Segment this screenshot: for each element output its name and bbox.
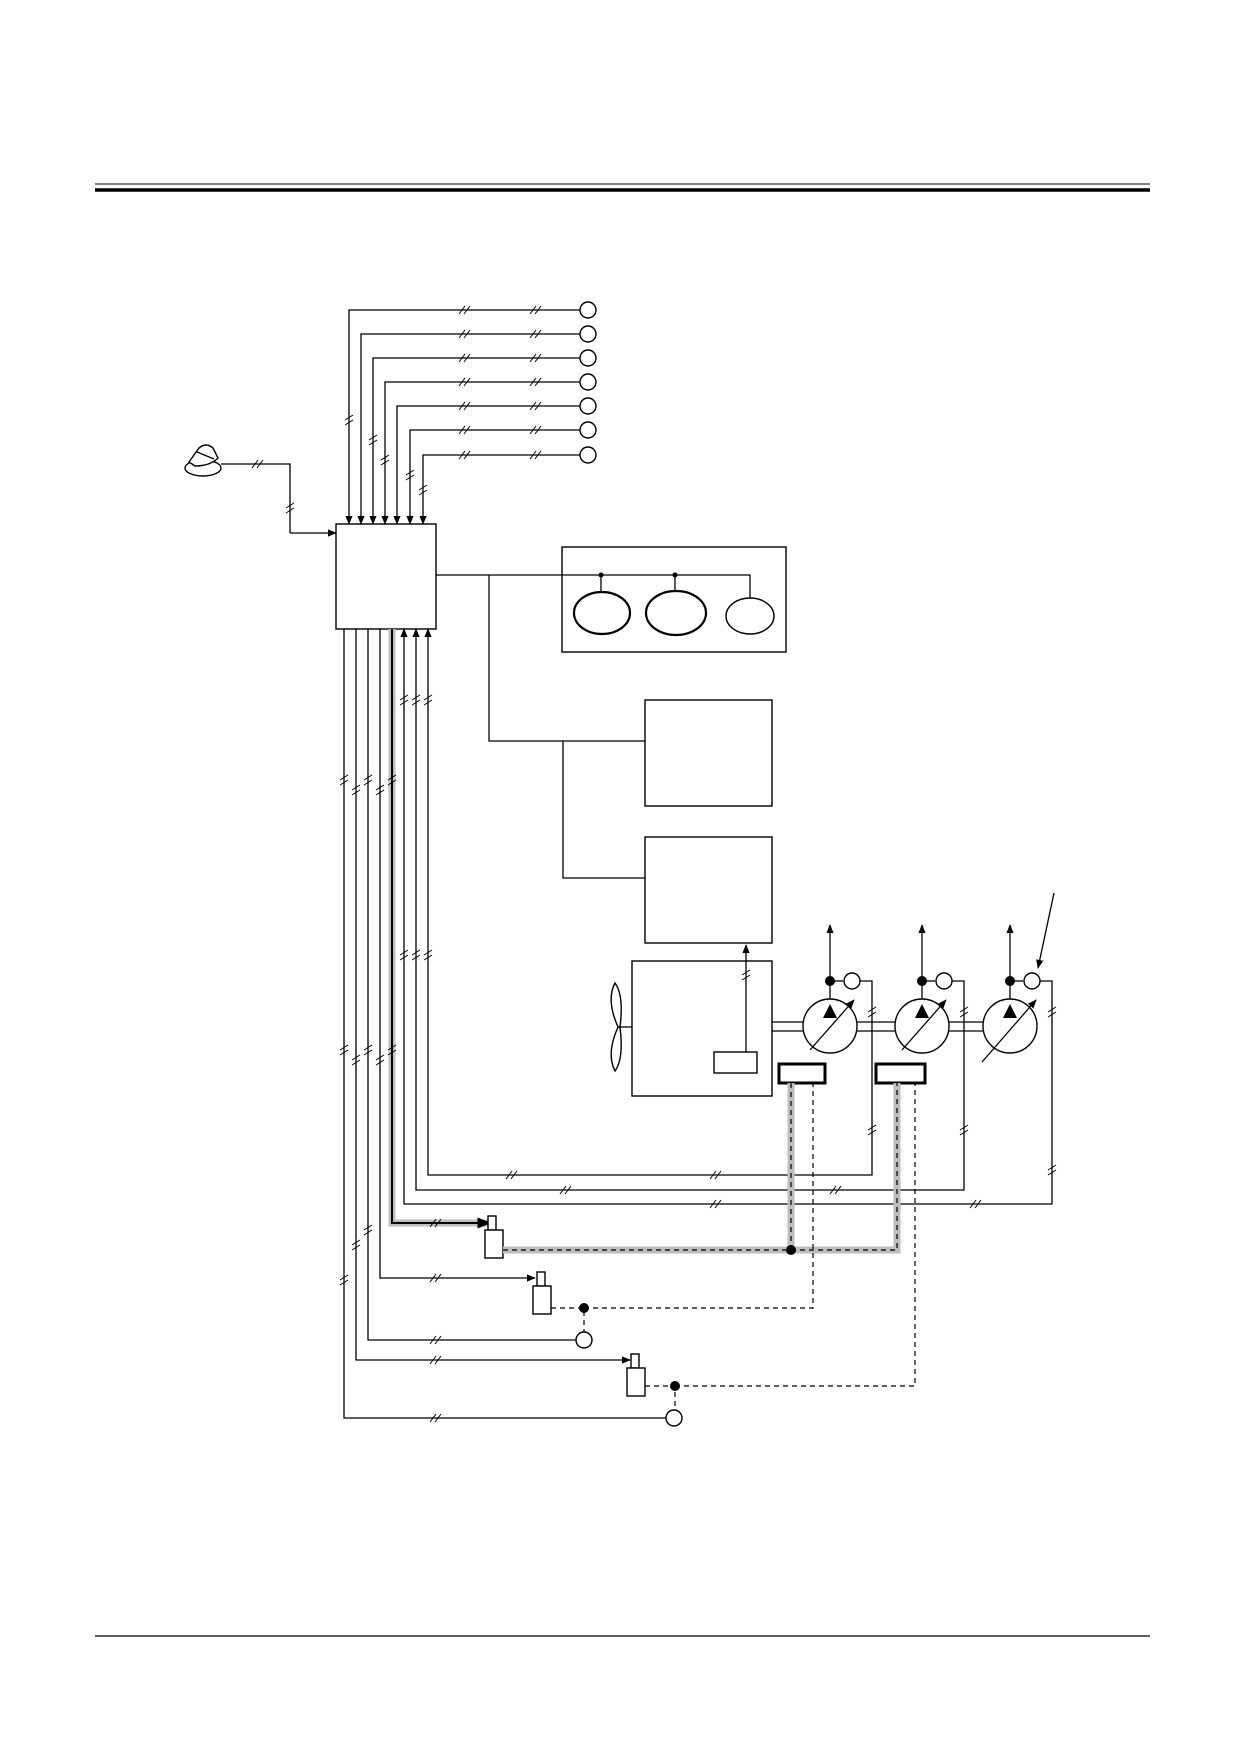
solenoid-valve-icon	[484, 1215, 646, 1397]
dial-switch-icon	[184, 444, 222, 477]
pump-regulator-box-1	[777, 1062, 827, 1085]
top-sensor-inputs	[345, 309, 580, 525]
sensor-icon	[575, 1331, 683, 1427]
callout-arrow	[1036, 892, 1055, 969]
switch-signal-line	[221, 463, 291, 533]
gauge-cluster-wiring	[436, 572, 751, 604]
pressure-sensor-taps	[825, 972, 1041, 990]
sensor-icon	[579, 301, 597, 464]
solenoid-control-lines	[343, 629, 674, 1419]
engine-sensor-box	[713, 1051, 758, 1074]
controller-box	[335, 523, 437, 630]
engine-box	[631, 960, 773, 1097]
pilot-pressure-lines	[503, 1083, 916, 1418]
variable-pump-icon	[802, 998, 1038, 1063]
module-box-lower	[644, 836, 773, 944]
cooling-fan-icon	[610, 981, 632, 1073]
controller-to-modules-line	[488, 575, 645, 879]
header-rule	[95, 183, 1150, 192]
pump-regulator-box-2	[874, 1062, 927, 1085]
arrow-up-icon	[826, 924, 1014, 999]
pressure-sensor-return-lines	[400, 628, 1053, 1205]
module-box-upper	[644, 699, 773, 807]
wire-break-marks	[251, 305, 1057, 1423]
gauge-icon	[572, 589, 775, 637]
